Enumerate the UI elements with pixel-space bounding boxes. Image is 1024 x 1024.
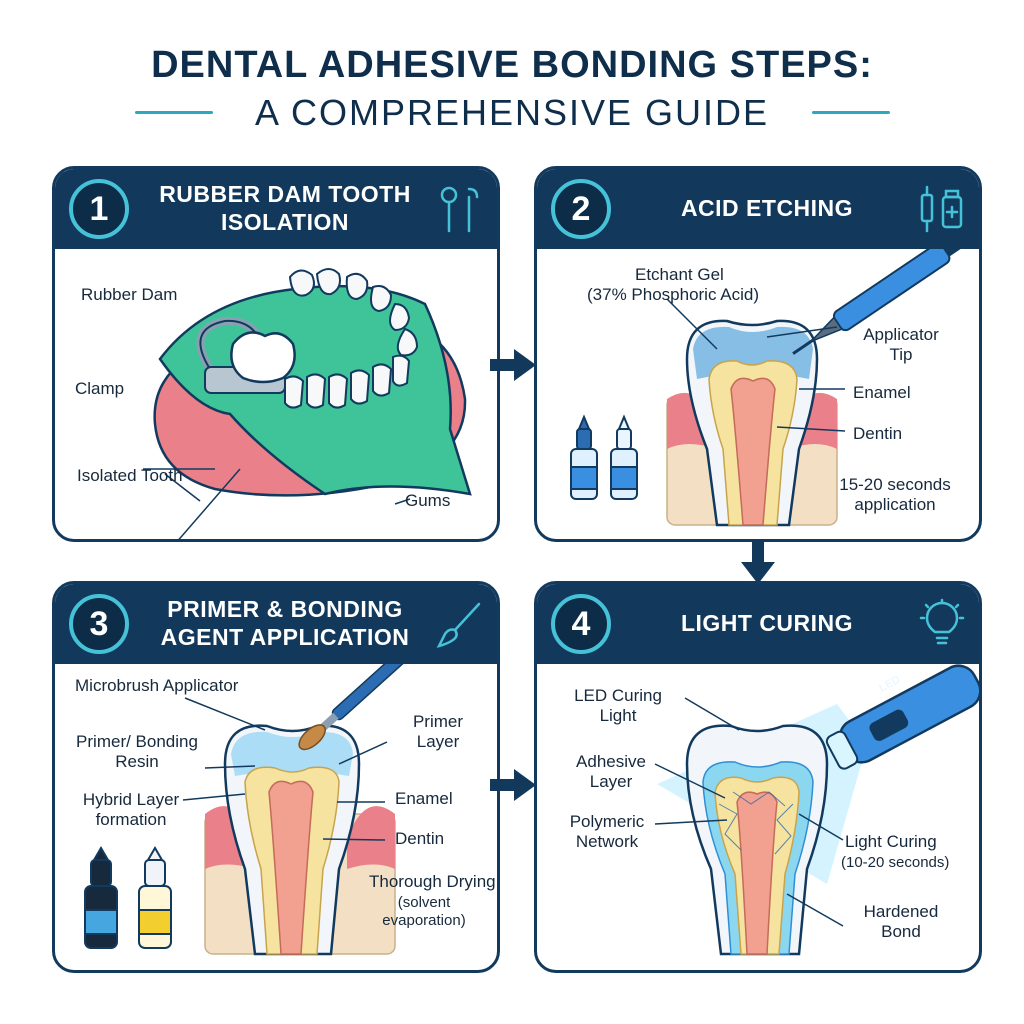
step-2-panel: 2 ACID ETCHING — [534, 166, 982, 542]
label-enamel: Enamel — [853, 383, 911, 402]
label-rubber-dam: Rubber Dam — [81, 285, 178, 304]
label-dentin-3: Dentin — [395, 829, 445, 848]
label-isolated-tooth: Isolated Tooth — [77, 466, 183, 485]
label-etchant-gel: Etchant Gel — [635, 265, 724, 284]
syringe-and-vial-icon — [920, 185, 963, 233]
arrow-down-icon — [741, 540, 775, 584]
label-applicator-tip: Applicator Tip — [863, 325, 939, 365]
step-3-title: PRIMER & BONDING AGENT APPLICATION — [160, 596, 410, 650]
dental-instruments-icon — [440, 186, 479, 233]
step-1-header: 1 RUBBER DAM TOOTH ISOLATION — [55, 169, 497, 249]
step-4-panel: 4 LIGHT CURING — [534, 581, 982, 973]
main-subtitle: A COMPREHENSIVE GUIDE — [254, 92, 770, 133]
brush-icon — [436, 602, 481, 648]
step-1-number: 1 — [69, 179, 129, 239]
title-rule-right — [812, 111, 890, 114]
step-4-number: 4 — [551, 594, 611, 654]
label-adhesive-layer: Adhesive Layer — [576, 752, 646, 792]
label-primer-layer: Primer Layer — [412, 712, 464, 752]
step-2-number: 2 — [551, 179, 611, 239]
step-1-panel: 1 RUBBER DAM TOOTH ISOLATION — [52, 166, 500, 542]
label-drying-detail: (solvent evaporation) — [382, 894, 466, 929]
arrow-right-icon-2 — [490, 769, 536, 801]
label-light-curing: Light Curing — [845, 832, 937, 851]
step-4-header: 4 LIGHT CURING — [537, 584, 979, 664]
step-2-title: ACID ETCHING — [680, 195, 854, 222]
primer-bonding-illustration — [84, 664, 449, 956]
label-etchant-detail: (37% Phosphoric Acid) — [587, 285, 759, 304]
label-clamp: Clamp — [75, 379, 125, 398]
acid-etching-illustration — [570, 249, 963, 527]
light-curing-illustration — [654, 664, 979, 956]
light-bulb-icon — [919, 598, 965, 645]
label-hardened-bond: Hardened Bond — [863, 902, 939, 942]
label-etch-timing: 15-20 seconds application — [839, 475, 951, 515]
rubber-dam-illustration — [143, 268, 472, 539]
label-curing-light: LED Curing Light — [574, 686, 662, 726]
label-dentin: Dentin — [853, 424, 903, 443]
label-gums: Gums — [405, 491, 451, 510]
step-4-title: LIGHT CURING — [680, 610, 854, 637]
label-enamel-3: Enamel — [395, 789, 453, 808]
label-light-curing-detail: (10-20 seconds) — [841, 854, 950, 871]
label-drying: Thorough Drying — [369, 872, 496, 891]
label-primer-resin: Primer/ Bonding Resin — [76, 732, 198, 772]
step-3-panel: 3 PRIMER & BONDING AGENT APPLICATION — [52, 581, 500, 973]
step-2-header: 2 ACID ETCHING — [537, 169, 979, 249]
step-1-title: RUBBER DAM TOOTH ISOLATION — [159, 181, 411, 235]
step-3-header: 3 PRIMER & BONDING AGENT APPLICATION — [55, 584, 497, 664]
main-title: DENTAL ADHESIVE BONDING STEPS: — [151, 44, 873, 86]
step-3-number: 3 — [69, 594, 129, 654]
label-polymeric-network: Polymeric Network — [569, 812, 645, 852]
title-rule-left — [135, 111, 213, 114]
label-microbrush: Microbrush Applicator — [75, 676, 239, 695]
label-hybrid-layer: Hybrid Layer formation — [82, 790, 180, 830]
arrow-right-icon — [490, 349, 536, 381]
